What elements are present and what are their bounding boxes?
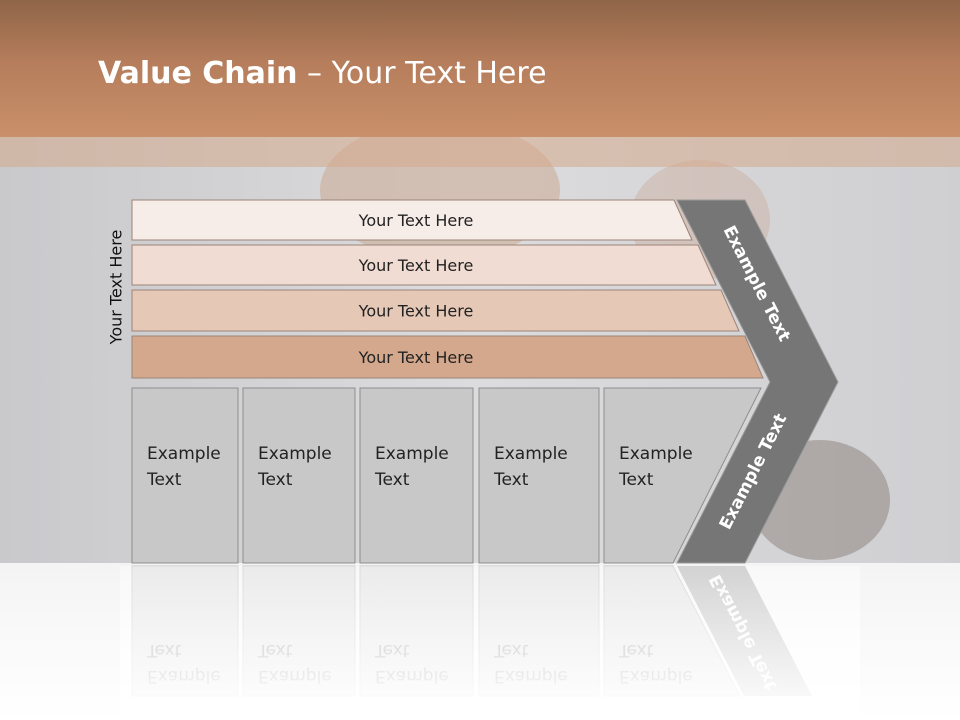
activity-box-1 [131,387,239,564]
activity-box-line1: Example [619,444,693,464]
chain-row-label: Your Text Here [358,302,474,321]
chain-row-label: Your Text Here [358,211,474,230]
activity-box-line2: Text [493,470,529,490]
chain-row-label: Your Text Here [358,348,474,367]
title-bold: Value Chain [98,56,298,91]
activity-box-line1: Example [258,444,332,464]
activity-box-line2: Text [374,470,410,490]
activity-box-line2: Text [618,470,654,490]
header-bar [0,0,960,137]
title-rest: – Your Text Here [297,56,547,91]
activity-box-line1: Example [494,444,568,464]
activity-box-2 [242,387,356,564]
page-title: Value Chain – Your Text Here [98,56,547,91]
chain-row-2 [131,244,717,286]
reflection-fade [120,566,860,720]
chain-row-3 [131,289,740,332]
activity-box-line1: Example [375,444,449,464]
activity-box-3 [359,387,474,564]
chain-row-label: Your Text Here [358,256,474,275]
chain-row-4 [131,335,764,379]
activity-box-line2: Text [257,470,293,490]
activity-box-4 [478,387,600,564]
chevron-arrow [676,199,839,564]
chain-row-1 [131,199,693,241]
activity-box-line1: Example [147,444,221,464]
activity-box-line2: Text [146,470,182,490]
header-strip [0,137,960,167]
activity-box-5 [603,387,762,564]
